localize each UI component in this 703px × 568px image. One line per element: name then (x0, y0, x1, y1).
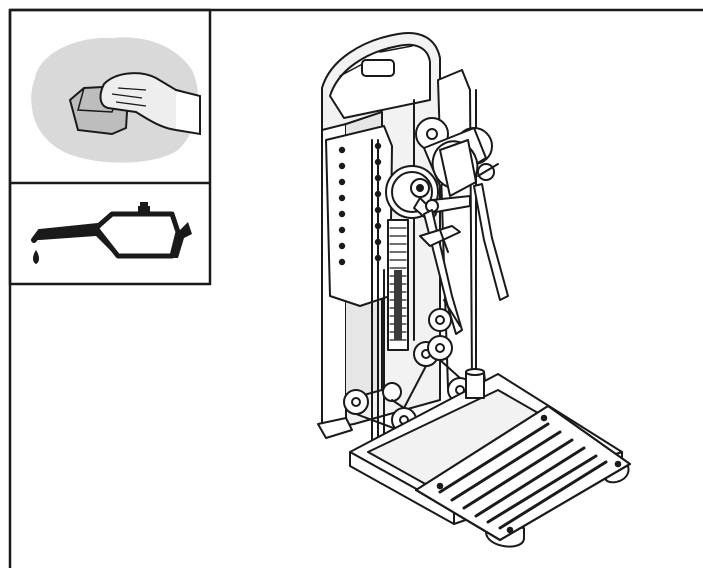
weight-stack (387, 219, 409, 351)
icon-panel (8, 8, 212, 286)
front-posts (465, 368, 485, 399)
weight-selector-plate (325, 125, 393, 307)
cleaning-cloth-icon (31, 37, 202, 163)
leg-arm (419, 183, 509, 335)
pivot-assembly (415, 117, 499, 197)
oil-can-icon (31, 202, 192, 264)
machine-illustration (317, 32, 632, 548)
foot-platform (414, 404, 632, 542)
guide-rods (371, 99, 415, 445)
